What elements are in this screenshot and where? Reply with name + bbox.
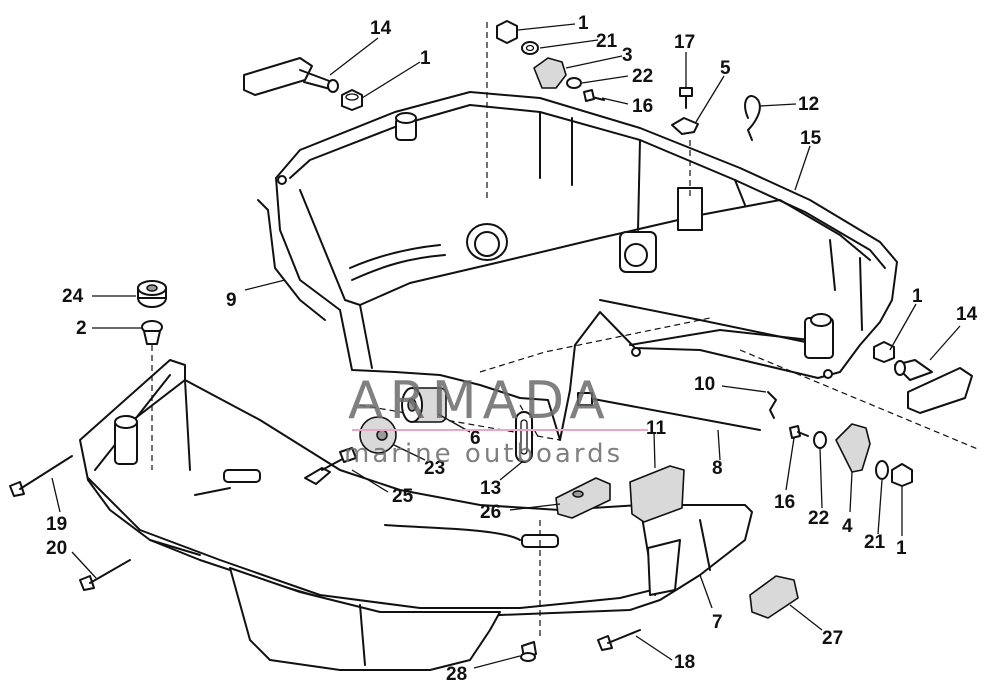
callout-26: 26 — [480, 502, 501, 523]
alignment-dash-lines — [151, 22, 981, 640]
handle-part-14b — [894, 359, 973, 414]
callout-1d: 1 — [896, 538, 907, 559]
callout-5: 5 — [720, 58, 731, 79]
washer-part-21a — [521, 41, 539, 55]
callout-23: 23 — [424, 458, 445, 479]
lower-cowl-part — [79, 359, 753, 671]
callout-7: 7 — [712, 612, 723, 633]
handle-part-14a — [243, 57, 339, 96]
callout-17: 17 — [674, 32, 695, 53]
upper-cowl-part — [275, 91, 898, 441]
screw-part-16b — [789, 425, 809, 439]
callout-4: 4 — [842, 516, 853, 537]
callout-20: 20 — [46, 538, 67, 559]
screw-part-18 — [597, 629, 641, 651]
armada-watermark-text: ARMADA marine outboards — [344, 371, 648, 469]
rod-part-8 — [587, 397, 761, 431]
watermark-subtitle: marine outboards — [344, 439, 623, 469]
washer-part-23 — [359, 416, 397, 454]
callout-28: 28 — [446, 664, 467, 685]
clip-part-5 — [671, 117, 699, 135]
callout-16b: 16 — [774, 492, 795, 513]
callout-15: 15 — [800, 128, 822, 149]
bracket-part-4 — [835, 423, 871, 473]
callout-24: 24 — [62, 286, 84, 307]
screw-part-17 — [679, 87, 693, 109]
callout-10: 10 — [694, 374, 715, 395]
callout-11: 11 — [646, 418, 667, 439]
fastener-part-2 — [141, 320, 163, 345]
callout-1c: 1 — [912, 286, 923, 307]
bolt-part-19 — [9, 455, 73, 497]
callout-25: 25 — [392, 486, 414, 507]
callout-16a: 16 — [632, 96, 653, 117]
plug-part-27 — [749, 575, 799, 619]
bolt-part-20 — [79, 559, 131, 591]
callout-labels: 14 1 1 21 3 22 16 17 5 12 15 9 24 2 1 14… — [46, 13, 978, 685]
callout-14b: 14 — [956, 304, 978, 325]
pin-part-12 — [744, 95, 761, 141]
nut-part-1b — [496, 20, 518, 44]
washer-part-21b — [875, 460, 889, 480]
callout-22b: 22 — [808, 508, 829, 529]
callout-27: 27 — [822, 628, 843, 649]
washer-part-22b — [813, 431, 827, 449]
fastener-part-28 — [520, 641, 537, 662]
callout-19: 19 — [46, 514, 67, 535]
nut-part-1a — [341, 89, 363, 111]
block-part-26 — [555, 477, 611, 519]
stud-part-25 — [304, 447, 357, 485]
nut-part-1c — [873, 341, 895, 363]
small-parts — [9, 20, 973, 662]
callout-21a: 21 — [596, 31, 618, 52]
callout-13: 13 — [480, 478, 501, 499]
callout-2: 2 — [76, 318, 87, 339]
callout-1a: 1 — [420, 48, 431, 69]
callout-3: 3 — [622, 45, 633, 66]
pad-part-11 — [629, 465, 685, 523]
washer-part-22a — [566, 77, 582, 89]
clip-part-13 — [515, 411, 533, 463]
screw-part-16a — [583, 89, 605, 102]
callout-9: 9 — [226, 290, 237, 311]
bracket-part-3 — [533, 57, 567, 89]
callout-18: 18 — [674, 652, 695, 673]
link-part-10 — [767, 391, 777, 419]
nut-part-1d — [891, 463, 913, 487]
callout-6: 6 — [470, 428, 481, 449]
callout-8: 8 — [712, 458, 723, 479]
watermark-title: ARMADA — [348, 371, 611, 431]
callout-14a: 14 — [370, 18, 392, 39]
grommet-part-24 — [137, 280, 167, 308]
mount-part-6 — [401, 387, 447, 423]
callout-12: 12 — [798, 94, 819, 115]
callout-1b: 1 — [578, 13, 589, 34]
callout-21b: 21 — [864, 532, 886, 553]
seal-part-9 — [257, 199, 326, 321]
callout-22a: 22 — [632, 66, 653, 87]
